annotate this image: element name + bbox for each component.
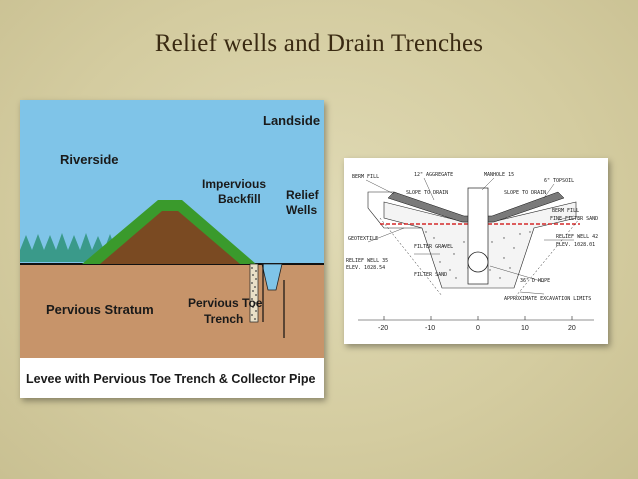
impervious-backfill-line-1: Impervious xyxy=(202,177,266,191)
levee-cross-section: Landside Riverside Impervious Backfill R… xyxy=(20,100,324,398)
excavation-limit-right xyxy=(515,217,581,297)
drainage-ditch xyxy=(261,263,283,291)
pervious-stratum-label: Pervious Stratum xyxy=(46,302,154,317)
annotation-berm-fill-right: BERM FILL xyxy=(552,208,579,214)
annotation-topsoil: 6" TOPSOIL xyxy=(544,178,574,184)
annotation-geotextile: GEOTEXTILE xyxy=(348,236,378,242)
axis-tick-marks xyxy=(383,316,573,320)
relief-wells-label: Relief Wells xyxy=(286,188,322,217)
drain-trench-section: BERM FILL 12" AGGREGATE MANHOLE 15 6" TO… xyxy=(344,158,608,344)
annotation-filter-gravel: FILTER GRAVEL xyxy=(414,244,453,250)
impervious-backfill-line-2: Backfill xyxy=(218,192,261,206)
annotation-slope-left: SLOPE TO DRAIN xyxy=(406,190,448,196)
riverside-label: Riverside xyxy=(60,152,119,167)
annotation-elev-left: ELEV. 1028.54 xyxy=(346,265,385,271)
annotation-slope-right: SLOPE TO DRAIN xyxy=(504,190,546,196)
annotation-fine-filter-sand: FINE FILTER SAND xyxy=(550,216,598,222)
annotation-hdpe: 36" D HDPE xyxy=(520,278,550,284)
gravel-stipple xyxy=(425,231,531,279)
annotation-excavation-limits: APPROXIMATE EXCAVATION LIMITS xyxy=(504,296,591,302)
axis-tick-label: -10 xyxy=(425,325,435,332)
landside-label: Landside xyxy=(263,113,320,128)
pervious-toe-trench-line-2: Trench xyxy=(204,312,243,326)
hdpe-pipe xyxy=(467,251,489,273)
leader-lines xyxy=(365,177,575,295)
impervious-backfill-label: Impervious Backfill xyxy=(202,177,269,206)
annotation-relief-well-left: RELIEF WELL 35 xyxy=(346,258,388,264)
pervious-toe-trench-line-1: Pervious Toe xyxy=(188,296,263,310)
relief-wells-line-2: Wells xyxy=(286,203,317,217)
axis-tick-label: -20 xyxy=(378,325,388,332)
pervious-toe-trench-fill xyxy=(249,263,259,323)
axis-tick-label: 10 xyxy=(521,325,529,332)
levee-caption: Levee with Pervious Toe Trench & Collect… xyxy=(26,372,315,386)
levee-diagram-svg: Landside Riverside Impervious Backfill R… xyxy=(20,100,324,398)
caption-box xyxy=(20,358,324,398)
toe-trench-gravel xyxy=(251,267,257,320)
relief-wells-line-1: Relief xyxy=(286,188,320,202)
annotation-relief-well-right: RELIEF WELL 42 xyxy=(556,234,598,240)
pervious-toe-trench-label: Pervious Toe Trench xyxy=(188,296,266,326)
annotation-manhole: MANHOLE 15 xyxy=(484,172,514,178)
trench-diagram-svg: BERM FILL 12" AGGREGATE MANHOLE 15 6" TO… xyxy=(346,172,598,332)
annotation-elev-right: ELEV. 1028.01 xyxy=(556,242,595,248)
axis-tick-label: 0 xyxy=(476,325,480,332)
levee-core xyxy=(100,211,240,264)
annotation-aggregate: 12" AGGREGATE xyxy=(414,172,453,178)
axis-tick-label: 20 xyxy=(568,325,576,332)
annotation-berm-fill-left: BERM FILL xyxy=(352,174,379,180)
excavation-limit-left xyxy=(379,217,443,297)
slide-title: Relief wells and Drain Trenches xyxy=(154,30,484,57)
annotation-filter-sand: FILTER SAND xyxy=(414,272,447,278)
